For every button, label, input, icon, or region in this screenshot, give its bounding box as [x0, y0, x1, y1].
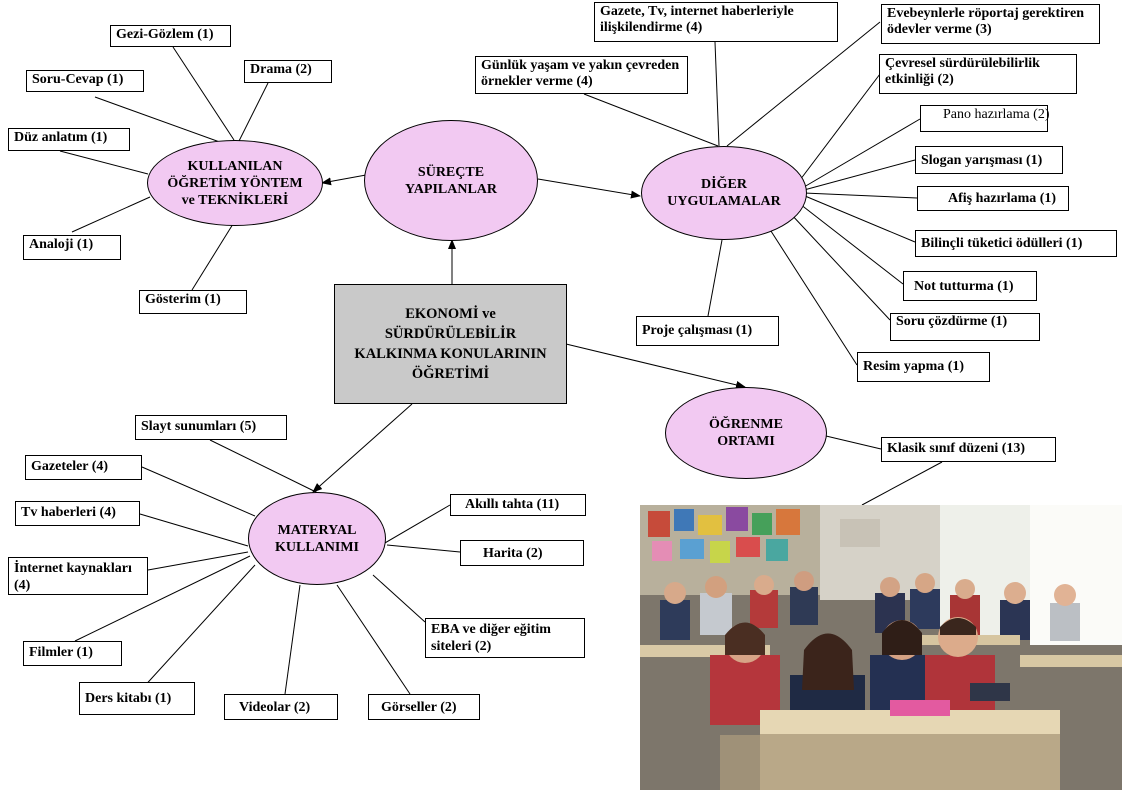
link-klasik [825, 435, 882, 450]
link-analoji [71, 196, 151, 233]
other-not-tutturma: Not tutturma (1) [903, 271, 1037, 301]
other-cevresel: Çevresel sürdürülebilirlik etkinliği (2) [879, 54, 1077, 94]
link-cevresel [799, 73, 881, 181]
environment-klasik-sinif: Klasik sınıf düzeni (13) [881, 437, 1056, 462]
link-slayt [209, 439, 319, 494]
method-soru-cevap: Soru-Cevap (1) [26, 70, 144, 92]
materials-hub: MATERYAL KULLANIMI [248, 492, 386, 585]
link-internet [147, 551, 249, 571]
material-gorseller: Görseller (2) [368, 694, 480, 720]
material-akilli-tahta: Akıllı tahta (11) [450, 494, 586, 516]
link-tv [139, 513, 249, 547]
arrow-process-to-other [537, 178, 641, 199]
method-drama: Drama (2) [244, 60, 332, 83]
material-internet-kaynaklari: İnternet kaynakları (4) [8, 557, 148, 595]
method-duz-anlatim: Düz anlatım (1) [8, 128, 130, 151]
link-pano [803, 118, 921, 188]
link-afis [803, 192, 918, 199]
classroom-illustration [640, 505, 1122, 790]
other-gunluk-yasam: Günlük yaşam ve yakın çevreden örnekler … [475, 56, 688, 94]
material-filmler: Filmler (1) [23, 641, 122, 666]
process-hub: SÜREÇTE YAPILANLAR [364, 120, 538, 241]
link-drama [237, 82, 269, 144]
environment-hub-label: ÖĞRENME ORTAMI [709, 417, 783, 449]
link-gosterim [191, 223, 234, 291]
arrow-to-materials [312, 403, 413, 493]
environment-hub: ÖĞRENME ORTAMI [665, 387, 827, 479]
material-gazeteler: Gazeteler (4) [25, 455, 142, 480]
center-topic-box: EKONOMİ ve SÜRDÜRÜLEBİLİR KALKINMA KONUL… [334, 284, 567, 404]
link-gorseller [336, 584, 411, 695]
link-videolar [284, 584, 301, 695]
material-eba-egitim-siteleri: EBA ve diğer eğitim siteleri (2) [425, 618, 585, 658]
other-resim-yapma: Resim yapma (1) [857, 352, 990, 382]
other-proje-calismasi: Proje çalışması (1) [636, 316, 779, 346]
link-resim [768, 227, 858, 366]
link-akilli [377, 504, 451, 548]
process-hub-label: SÜREÇTE YAPILANLAR [404, 164, 498, 197]
material-slayt-sunumlari: Slayt sunumları (5) [135, 415, 287, 440]
material-harita: Harita (2) [460, 540, 584, 566]
link-slogan [803, 159, 916, 191]
other-gazete-tv-internet: Gazete, Tv, internet haberleriyle ilişki… [594, 2, 838, 42]
material-tv-haberleri: Tv haberleri (4) [15, 501, 140, 526]
link-photo [861, 461, 943, 506]
classroom-photo [640, 505, 1122, 790]
other-afis: Afiş hazırlama (1) [917, 186, 1069, 211]
arrow-process-to-methods [321, 174, 367, 186]
arrow-to-environment [565, 343, 746, 389]
other-hub: DİĞER UYGULAMALAR [641, 146, 807, 240]
method-gosterim: Gösterim (1) [139, 290, 247, 314]
other-soru-cozdurme: Soru çözdürme (1) [890, 313, 1040, 341]
link-bilincli [804, 195, 916, 243]
link-gunluk [583, 93, 719, 147]
link-soru-cozdurme [789, 212, 891, 321]
other-bilincli-tuketici: Bilinçli tüketici ödülleri (1) [915, 230, 1117, 257]
link-ders [140, 564, 256, 691]
other-evebeyn-roportaj: Evebeynlerle röportaj gerektiren ödevler… [881, 4, 1100, 44]
link-gazete [714, 41, 720, 147]
material-ders-kitabi: Ders kitabı (1) [79, 682, 195, 715]
link-duz [59, 150, 149, 175]
link-gezi [172, 46, 235, 141]
other-slogan: Slogan yarışması (1) [915, 146, 1063, 174]
link-eba [372, 574, 426, 623]
methods-hub-label: KULLANILAN ÖĞRETİM YÖNTEM ve TEKNİKLERİ [167, 158, 303, 208]
center-topic-label: EKONOMİ ve SÜRDÜRÜLEBİLİR KALKINMA KONUL… [354, 306, 547, 382]
link-gazeteler [141, 466, 256, 517]
methods-hub: KULLANILAN ÖĞRETİM YÖNTEM ve TEKNİKLERİ [147, 140, 323, 226]
method-gezi-gozlem: Gezi-Gözlem (1) [110, 25, 231, 47]
material-videolar: Videolar (2) [224, 694, 338, 720]
other-pano: Pano hazırlama (2) [920, 105, 1050, 132]
materials-hub-label: MATERYAL KULLANIMI [274, 522, 359, 555]
method-analoji: Analoji (1) [23, 235, 121, 260]
link-harita [386, 544, 461, 553]
other-hub-label: DİĞER UYGULAMALAR [667, 177, 781, 209]
link-not [799, 203, 904, 285]
link-proje [707, 239, 723, 317]
